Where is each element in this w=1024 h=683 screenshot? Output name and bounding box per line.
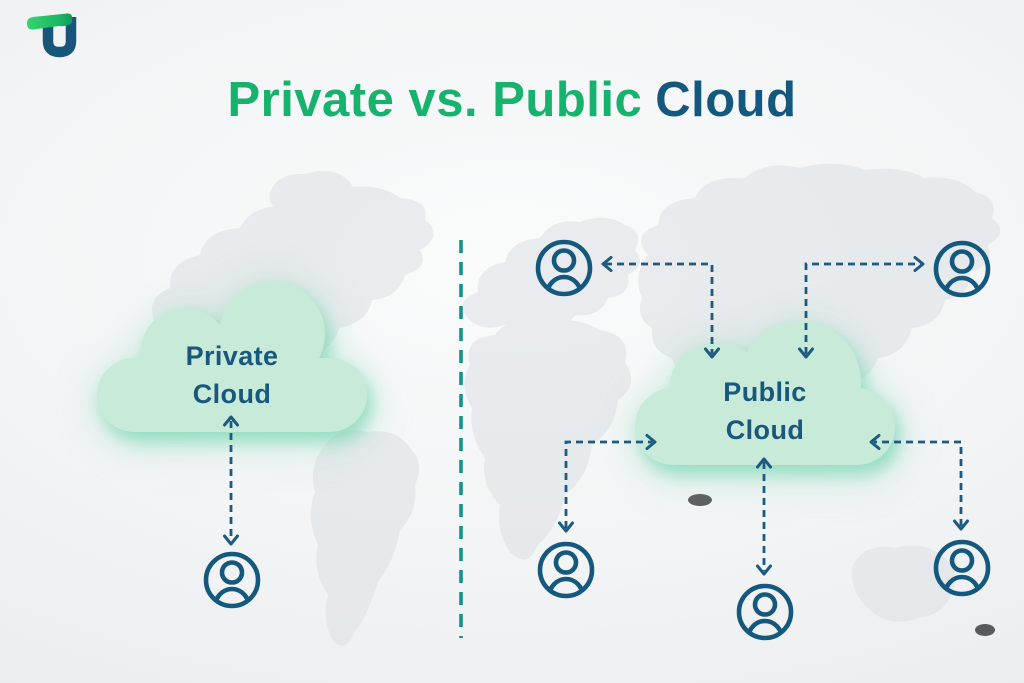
- public-cloud-label-line2: Cloud: [725, 415, 805, 445]
- title-green-part: Private vs. Public: [227, 73, 643, 127]
- edge-public-cloud-to-user-bottom-left: [558, 434, 657, 533]
- map-australia: [851, 545, 956, 622]
- public-cloud-label-line1: Public: [723, 377, 807, 407]
- private-cloud-label-line2: Cloud: [192, 379, 272, 409]
- edge-public-cloud-to-user-top-left: [601, 256, 720, 359]
- logo-leaf-bar: [27, 13, 72, 30]
- edge-public-cloud-to-user-top-right: [798, 256, 925, 359]
- private-cloud-shape: [97, 281, 367, 432]
- map-greenland: [269, 170, 353, 218]
- map-europe: [462, 217, 641, 332]
- user-avatar-icon-private: [206, 554, 258, 607]
- edge-public-cloud-to-user-bottom-right: [869, 434, 969, 531]
- private-cloud-label: Private Cloud: [97, 337, 367, 413]
- map-island: [975, 624, 995, 636]
- user-avatar-icon-public-top-right: [936, 243, 988, 296]
- map-island: [688, 494, 712, 506]
- user-avatar-icon-public-bottom-left: [540, 544, 592, 597]
- public-cloud-shape: [635, 321, 895, 465]
- user-avatar-icon-public-top-left: [538, 242, 590, 295]
- edge-private-cloud-to-user: [223, 415, 239, 546]
- map-south-america: [310, 430, 419, 646]
- title-blue-part: Cloud: [655, 73, 797, 127]
- user-avatar-icon-public-bottom-center: [739, 586, 791, 639]
- map-africa: [464, 319, 632, 560]
- private-cloud-label-line1: Private: [185, 341, 279, 371]
- logo-u-shape: [42, 17, 77, 58]
- edge-public-cloud-to-user-bottom-center: [756, 457, 772, 576]
- tu-logo: [27, 13, 77, 58]
- user-avatar-icon-public-bottom-right: [936, 542, 988, 595]
- public-cloud-label: Public Cloud: [635, 373, 895, 449]
